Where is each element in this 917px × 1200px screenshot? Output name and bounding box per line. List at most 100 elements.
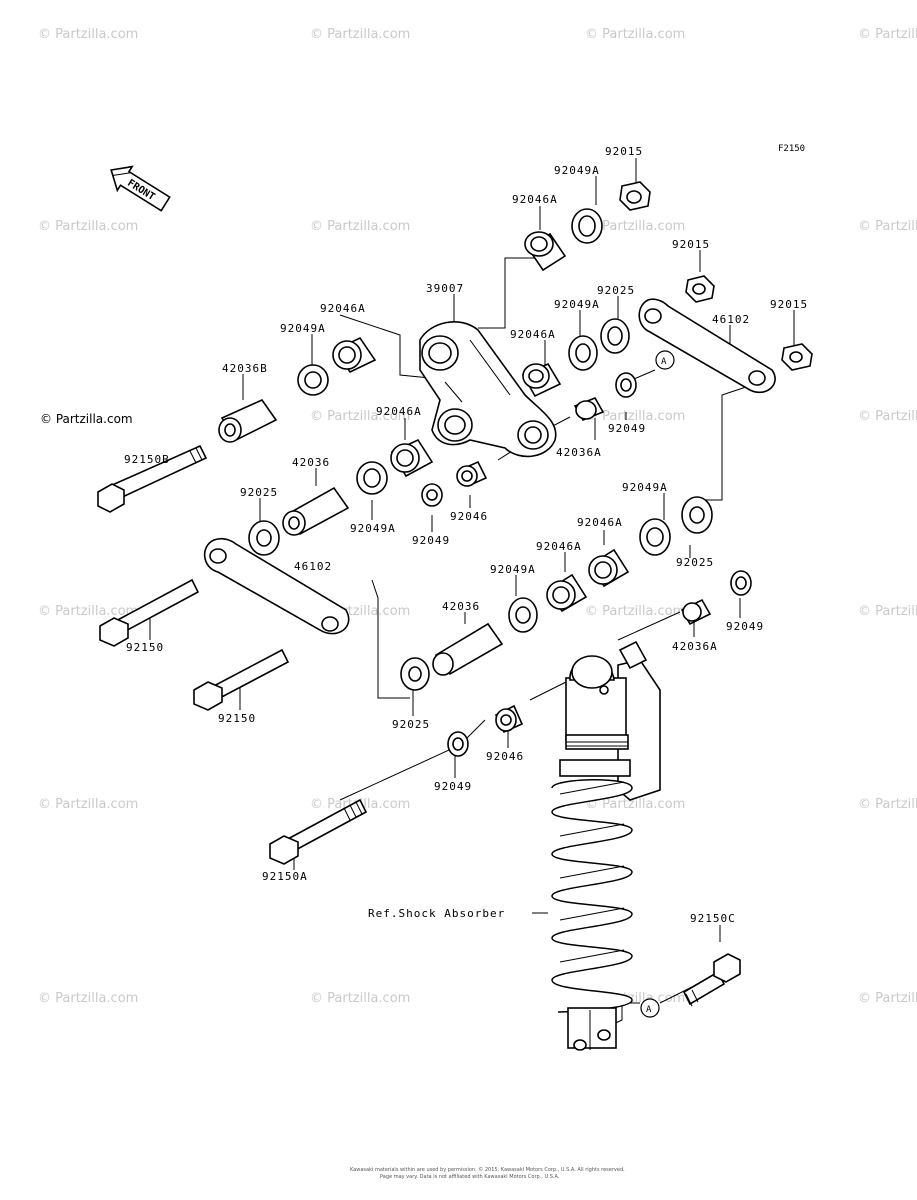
bearing-icon [524,231,567,272]
copyright-mark: © Partzilla.com [40,412,133,426]
collar-icon [282,486,350,536]
seal-icon [297,364,329,396]
nut-icon [781,343,813,371]
ref-shock-label: Ref.Shock Absorber [368,907,505,920]
seal-icon [421,483,443,507]
part-label: 92049A [350,522,396,535]
bolt-icon [193,648,290,711]
seal-icon [571,208,603,244]
watermark: © Partzilla.com [585,604,685,619]
ref-a-label: A [661,357,667,367]
part-label: 39007 [426,282,464,295]
collar-icon [218,398,278,443]
part-label: 92015 [672,238,710,251]
washer-icon [600,318,630,354]
link-plate-icon [638,298,776,394]
footer-line: Kawasaki materials within are used by pe… [350,1166,625,1173]
bearing-icon [494,704,524,734]
watermark: © Partzilla.com [858,219,917,234]
part-label: 42036A [672,640,718,653]
nut-icon [685,275,715,303]
part-label: 92150A [262,870,308,883]
bearing-icon [332,336,377,374]
bearing-icon [390,438,434,478]
seal-icon [639,518,671,556]
part-label: 92015 [770,298,808,311]
bearing-icon [546,573,588,613]
part-label: 46102 [712,313,750,326]
watermark: © Partzilla.com [858,604,917,619]
watermark: © Partzilla.com [38,27,138,42]
seal-icon [615,372,637,398]
part-label: 92046A [320,302,366,315]
ref-a-marker: A [655,350,675,370]
seal-icon [508,597,538,633]
part-label: 92049 [434,780,472,793]
watermark: © Partzilla.com [310,409,410,424]
part-label: 92049A [622,481,668,494]
collar-icon [573,396,605,422]
part-label: 92025 [240,486,278,499]
part-label: 92046A [376,405,422,418]
washer-icon [400,657,430,691]
footer-line: Page may vary. Data is not affiliated wi… [380,1174,560,1180]
bolt-icon [269,798,368,865]
part-label: 92150B [124,453,170,466]
watermark: © Partzilla.com [38,604,138,619]
part-label: 92015 [605,145,643,158]
part-label: 92150 [126,641,164,654]
watermark: © Partzilla.com [858,409,917,424]
bolt-icon [97,444,208,513]
part-label: 42036B [222,362,268,375]
figure-code: F2150 [778,144,805,154]
front-arrow-icon: FRONT [110,165,171,212]
watermark: © Partzilla.com [38,797,138,812]
part-label: 92049 [412,534,450,547]
rocker-arm-icon [419,321,557,458]
bearing-icon [521,362,562,398]
part-label: 92025 [392,718,430,731]
part-label: 92049 [608,422,646,435]
seal-icon [447,731,469,757]
part-label: 92046A [577,516,623,529]
part-label: 92046 [450,510,488,523]
bearing-icon [456,460,488,488]
watermark-layer: © Partzilla.com © Partzilla.com © Partzi… [38,27,917,1006]
part-label: 92046A [536,540,582,553]
watermark: © Partzilla.com [585,797,685,812]
nut-icon [619,181,651,211]
bolt-icon [682,953,741,1007]
watermark: © Partzilla.com [585,409,685,424]
collar-icon [432,622,504,676]
watermark: © Partzilla.com [858,27,917,42]
part-label: 92025 [676,556,714,569]
part-label: 92046 [486,750,524,763]
part-label: 92150 [218,712,256,725]
part-label: 92049A [554,298,600,311]
watermark: © Partzilla.com [310,27,410,42]
part-label: 42036 [292,456,330,469]
washer-icon [248,520,280,556]
ref-a-marker: A [640,998,660,1018]
part-label: 92049A [554,164,600,177]
washer-icon [681,496,713,534]
watermark: © Partzilla.com [38,219,138,234]
part-label: 92049 [726,620,764,633]
seal-icon [730,570,752,596]
bolt-icon [99,578,200,647]
part-label: 92049A [280,322,326,335]
part-label: 92049A [490,563,536,576]
part-label: 92046A [512,193,558,206]
watermark: © Partzilla.com [310,219,410,234]
part-label: 42036A [556,446,602,459]
shock-absorber-icon [551,640,661,1051]
seal-icon [568,335,598,371]
part-label: 92025 [597,284,635,297]
part-labels: 92015 92049A 92046A 92015 39007 92025 92… [124,145,808,925]
bearing-icon [588,548,630,588]
parts-drawing: A A [97,181,813,1051]
part-label: 92046A [510,328,556,341]
part-label: 42036 [442,600,480,613]
watermark: © Partzilla.com [585,219,685,234]
watermark: © Partzilla.com [585,27,685,42]
